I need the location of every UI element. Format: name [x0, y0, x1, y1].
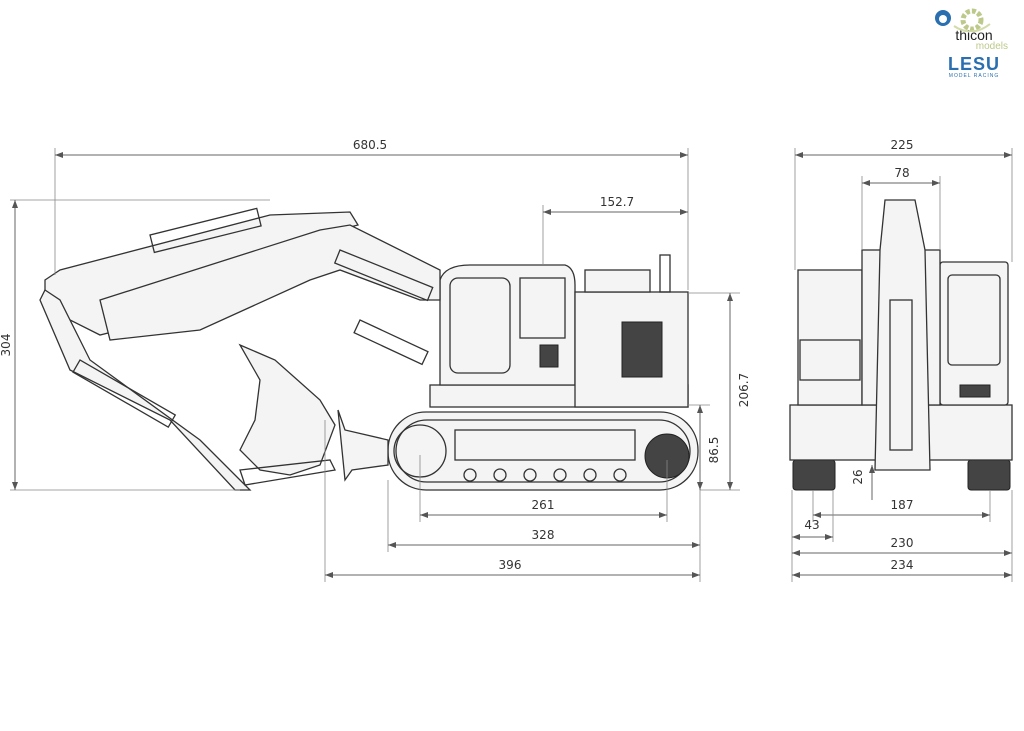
lesu-lion-icon [935, 10, 951, 26]
brand-logos: thicon models LESU MODEL RACING [934, 8, 1014, 79]
boom-lower [99, 224, 441, 341]
side-view-excavator [39, 207, 699, 491]
dim-track-height: 86.5 [707, 437, 721, 464]
dim-cab-width: 225 [891, 138, 914, 152]
engine-side [797, 269, 863, 406]
right-track [967, 459, 1011, 491]
dim-ground-clearance: 26 [851, 469, 865, 484]
dim-track-width: 230 [891, 536, 914, 550]
bucket [238, 343, 336, 476]
dim-overall-width: 234 [891, 558, 914, 572]
dim-track-gauge: 187 [891, 498, 914, 512]
dim-bucket-to-rear: 396 [499, 558, 522, 572]
thicon-logo-subtext: models [975, 41, 1008, 52]
lesu-logo-subtext: MODEL RACING [948, 73, 1000, 79]
front-cab [939, 261, 1009, 406]
dim-overall-length: 680.5 [353, 138, 387, 152]
boom-cylinder [149, 207, 262, 254]
dim-boom-width: 78 [894, 166, 909, 180]
dim-rear-overhang: 152.7 [600, 195, 634, 209]
front-view-excavator [789, 199, 1013, 491]
dim-tumbler-distance: 261 [532, 498, 555, 512]
arm [39, 289, 252, 491]
side-dimensions: 680.5 152.7 304 206.7 86.5 261 328 396 [0, 138, 751, 582]
dim-overall-height: 304 [0, 334, 13, 357]
front-dimensions: 225 78 26 187 43 230 234 [791, 138, 1013, 582]
thicon-gear-logo [953, 8, 991, 32]
cab-window [449, 277, 511, 374]
dim-track-length: 328 [532, 528, 555, 542]
dozer-blade [337, 409, 389, 482]
dim-body-height: 206.7 [737, 373, 751, 407]
dim-shoe-width: 43 [804, 518, 819, 532]
lesu-logo-text: LESU [947, 54, 1000, 74]
engine-hood [574, 291, 689, 408]
left-track [792, 459, 836, 491]
